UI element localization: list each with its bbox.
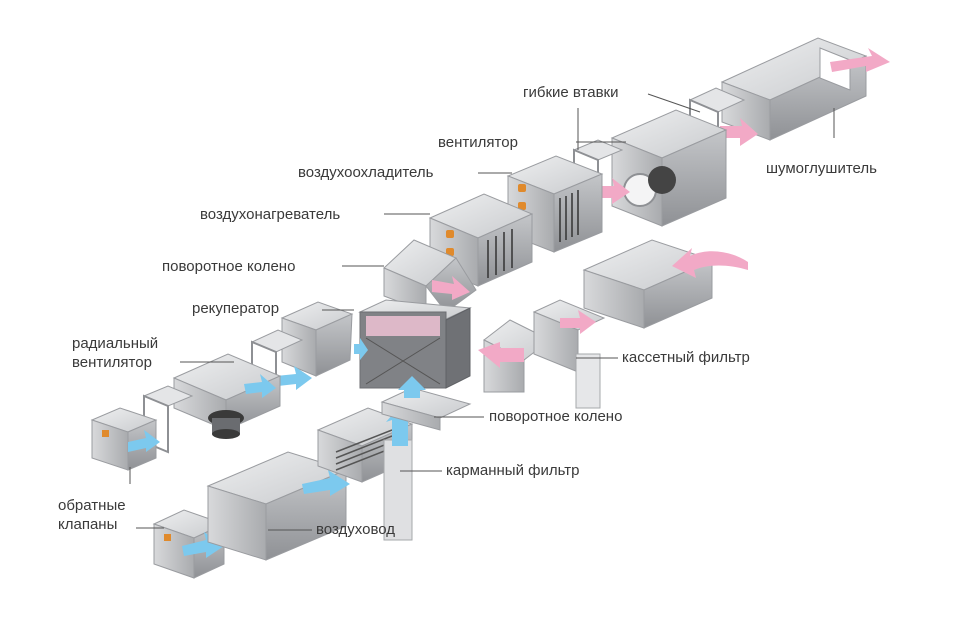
label-check-valves: обратные клапаны — [58, 496, 126, 534]
exhaust-arrow — [560, 310, 596, 334]
turning-elbow-bottom — [380, 376, 472, 431]
pocket-filter-unit — [316, 406, 414, 541]
label-check-valves-line2: клапаны — [58, 516, 118, 533]
label-radial-fan-line1: радиальный — [72, 335, 159, 352]
label-air-cooler: воздухоохладитель — [298, 164, 434, 181]
air-duct-unit — [206, 451, 350, 561]
label-air-duct: воздуховод — [316, 521, 396, 538]
label-air-heater: воздухонагреватель — [200, 206, 341, 223]
intake-arrow-right — [672, 248, 748, 278]
exhaust-arrow — [478, 342, 524, 368]
label-silencer: шумоглушитель — [766, 160, 877, 177]
exhaust-elbow — [478, 319, 551, 393]
return-arrow — [244, 374, 276, 398]
supply-arrow — [830, 48, 890, 72]
label-fan: вентилятор — [438, 134, 518, 151]
label-turning-elbow-top: поворотное колено — [162, 258, 296, 275]
label-turning-elbow-bottom: поворотное колено — [489, 408, 623, 425]
label-flexible-inserts: гибкие втавки — [523, 84, 619, 101]
label-pocket-filter: карманный фильтр — [446, 462, 580, 479]
return-arrow — [398, 376, 426, 398]
intake-arrow — [302, 470, 350, 496]
label-check-valves-line1: обратные — [58, 497, 126, 514]
supply-arrow — [432, 276, 470, 300]
return-arrow — [128, 430, 160, 452]
return-arrow — [276, 366, 312, 390]
cassette-filter-unit — [532, 299, 606, 409]
radial-fan-unit — [172, 353, 282, 439]
label-radial-fan-line2: вентилятор — [72, 354, 152, 371]
turning-elbow-top — [383, 239, 477, 313]
label-cassette-filter: кассетный фильтр — [622, 349, 750, 366]
exhaust-duct-unit — [582, 239, 748, 329]
return-arrow — [354, 338, 368, 360]
silencer-unit — [720, 37, 890, 141]
check-valve-upper — [90, 407, 160, 471]
recuperator-inlet-elbow — [280, 301, 368, 377]
supply-arrow — [720, 118, 758, 146]
supply-arrow — [596, 178, 630, 204]
fan-box — [596, 109, 728, 227]
label-radial-fan: радиальный вентилятор — [72, 334, 158, 372]
intake-arrow — [182, 532, 224, 558]
leader-lines — [129, 93, 835, 531]
recuperator-unit — [358, 299, 472, 389]
label-recuperator: рекуператор — [192, 300, 280, 317]
